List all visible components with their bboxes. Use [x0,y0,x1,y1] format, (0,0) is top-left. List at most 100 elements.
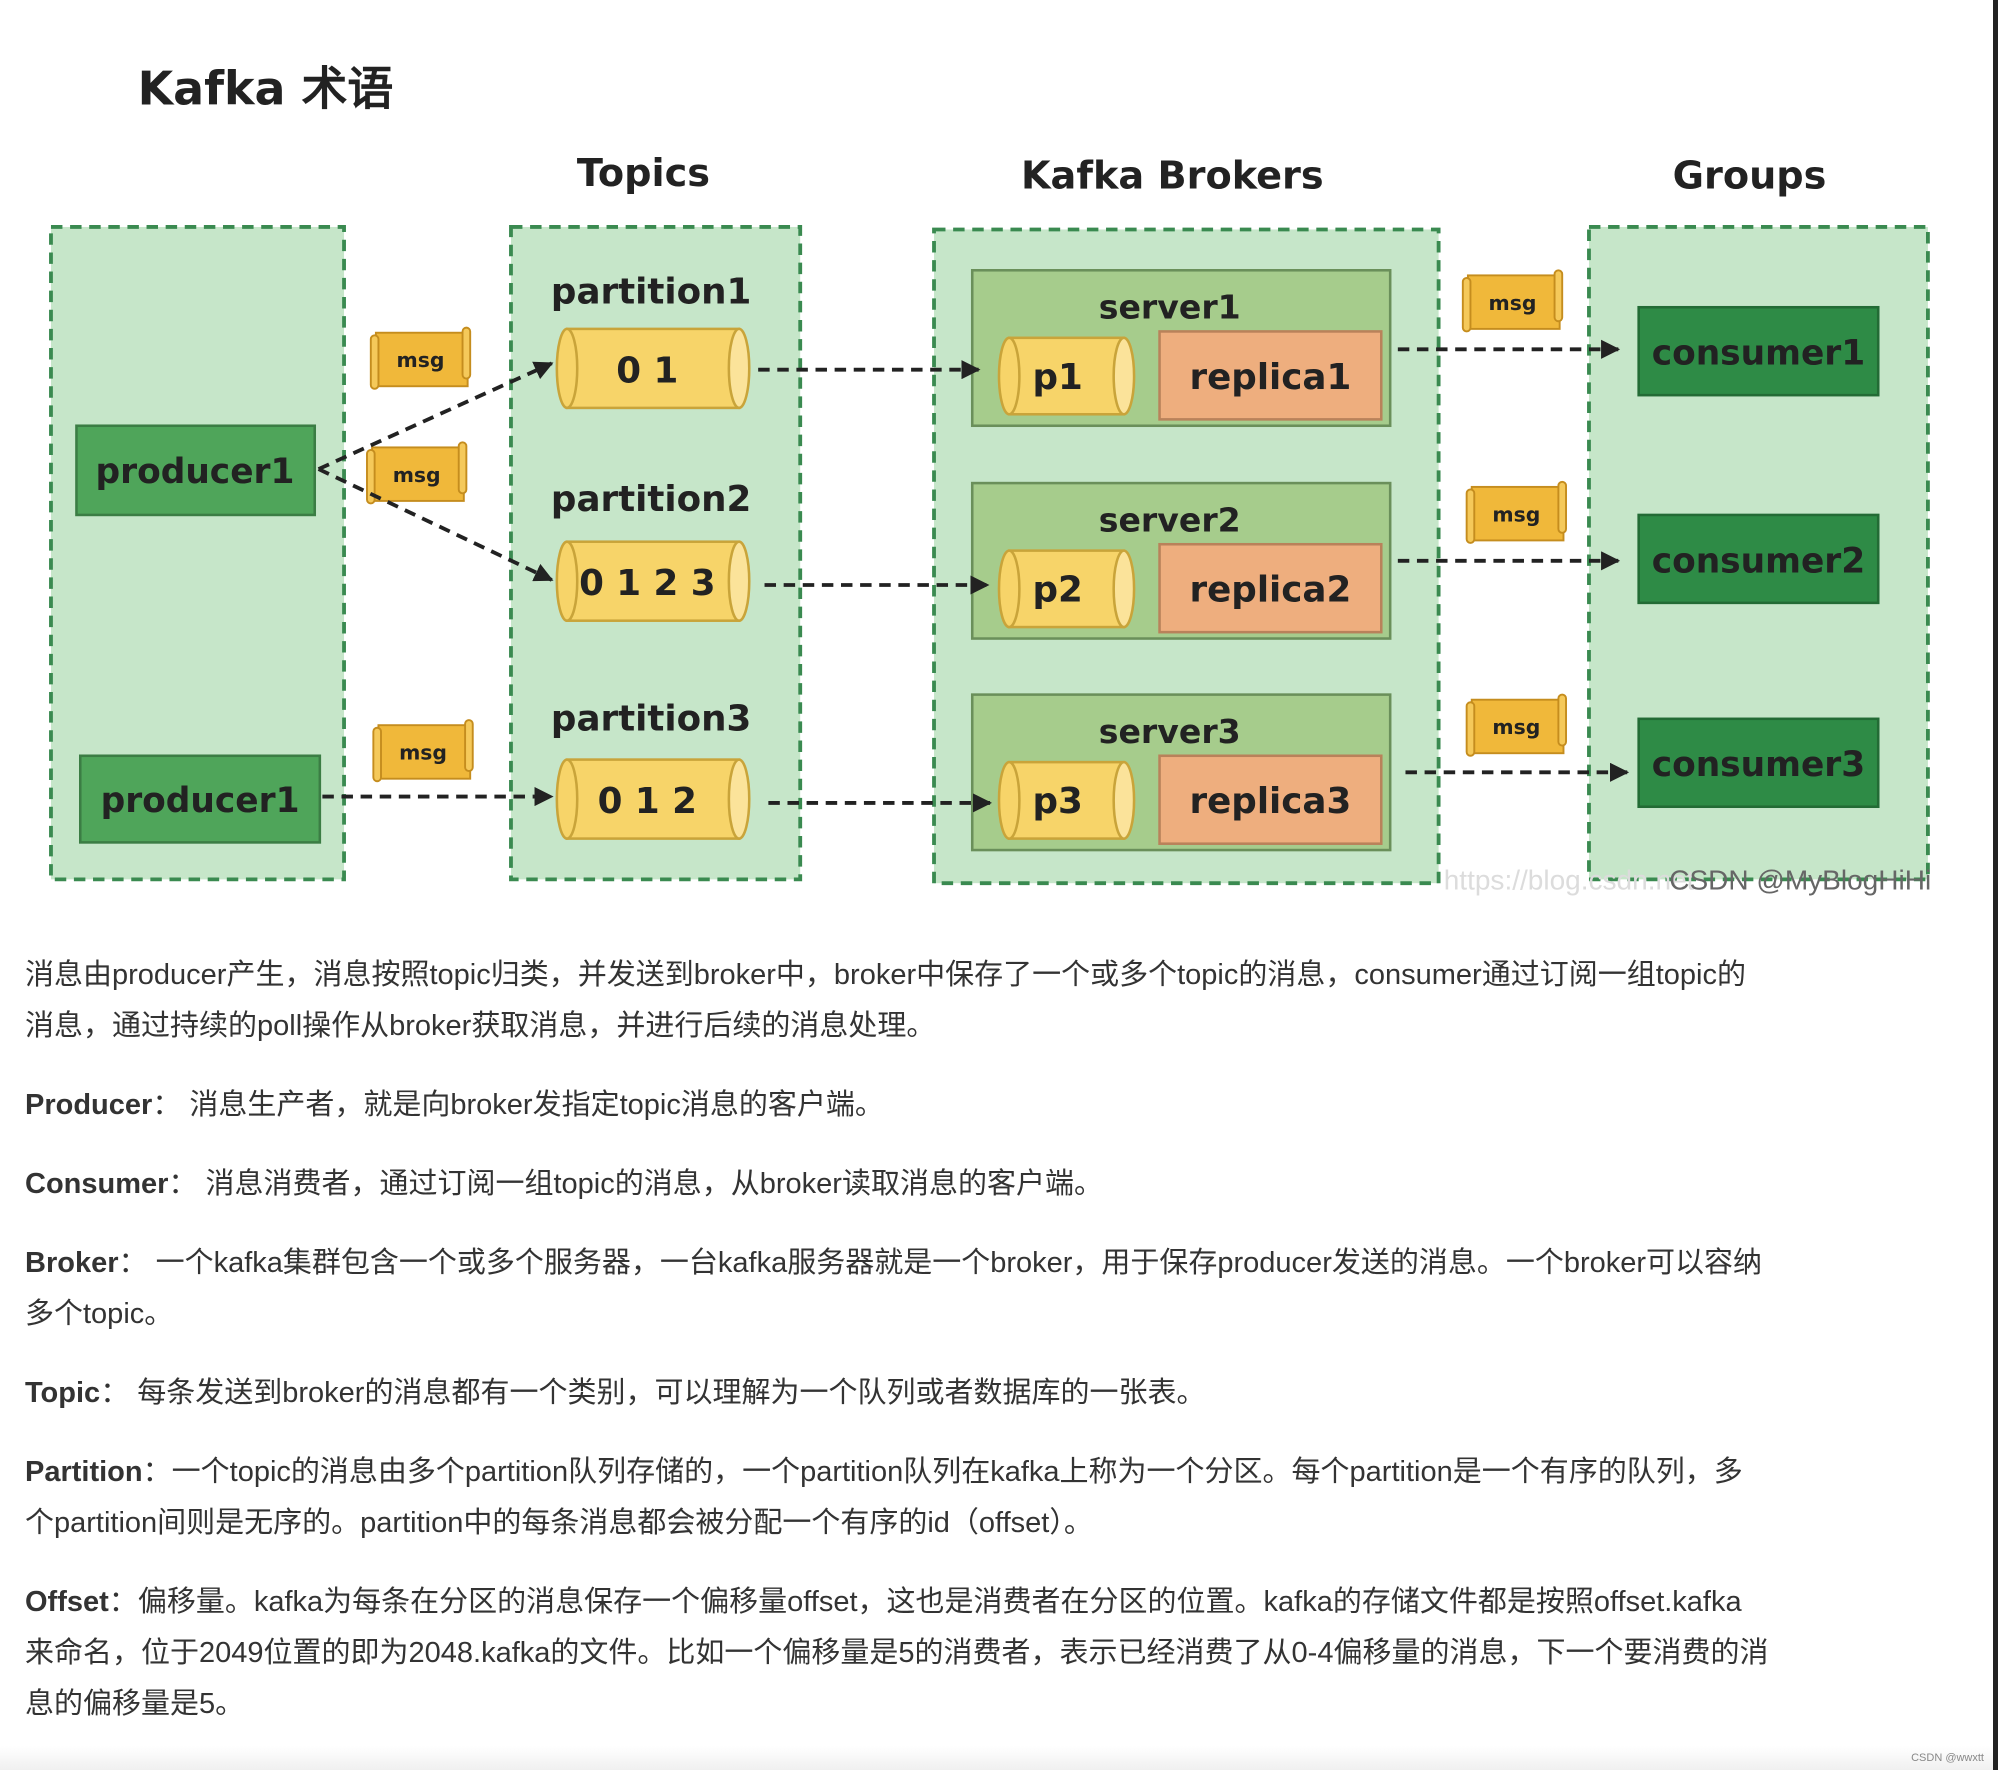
term-name: Consumer [25,1168,169,1200]
server-partition-label: p1 [1032,357,1082,398]
text-line: 消息，通过持续的poll操作从broker获取消息，并进行后续的消息处理。 [25,1010,936,1042]
term-definition: 来命名，位于2049位置的即为2048.kafka的文件。比如一个偏移量是5的消… [25,1637,1769,1669]
term-paragraph-offset: Offset：偏移量。kafka为每条在分区的消息保存一个偏移量offset，这… [25,1577,1985,1730]
partition-3: partition3 0 1 2 [551,698,751,840]
term-paragraph-partition: Partition：一个topic的消息由多个partition队列存储的，一个… [25,1447,1985,1549]
consumer-1: consumer1 [1637,305,1880,397]
term-separator: ： [100,1377,138,1409]
partition-label: partition1 [551,271,751,312]
consumer-label: consumer1 [1652,334,1866,374]
term-definition: 多个topic。 [25,1298,174,1330]
msg-label: msg [1489,291,1537,315]
partition-cylinder [555,327,751,410]
replica-label: replica1 [1190,357,1352,398]
server-2: server2 p2 replica2 [970,481,1392,640]
text-line: Producer： 消息生产者，就是向broker发指定topic消息的客户端。 [25,1080,1985,1131]
text-line: Topic： 每条发送到broker的消息都有一个类别，可以理解为一个队列或者数… [25,1368,1985,1419]
term-definition: 一个kafka集群包含一个或多个服务器，一台kafka服务器就是一个broker… [155,1247,1763,1279]
consumer-label: consumer2 [1652,541,1866,581]
term-name: Broker [25,1247,119,1279]
msg-label: msg [397,348,445,372]
svg-text:producer1: producer1 [96,452,295,492]
replica-box [1158,542,1383,634]
term-separator: ： [168,1168,206,1200]
msg-scroll-icon: msg [1461,269,1564,333]
text-line: 多个topic。 [25,1289,1985,1340]
consumer-2: consumer2 [1637,513,1880,605]
server-3: server3 p3 replica3 [970,693,1392,852]
text-line: 消息由producer产生，消息按照topic归类，并发送到broker中，br… [25,959,1746,991]
text-line: 来命名，位于2049位置的即为2048.kafka的文件。比如一个偏移量是5的消… [25,1628,1985,1679]
server-label: server3 [1099,712,1241,751]
term-paragraph-topic: Topic： 每条发送到broker的消息都有一个类别，可以理解为一个队列或者数… [25,1368,1985,1419]
term-name: Offset [25,1586,109,1618]
term-separator: ： [118,1247,156,1279]
replica-label: replica2 [1190,570,1352,611]
header-topics: Topics [577,152,710,196]
producer-box: producer1 [75,424,317,517]
kafka-terminology-diagram: Kafka 术语 Topics Kafka Brokers Groups pro… [49,62,1931,896]
text-line: Offset：偏移量。kafka为每条在分区的消息保存一个偏移量offset，这… [25,1577,1985,1628]
term-definition: 每条发送到broker的消息都有一个类别，可以理解为一个队列或者数据库的一张表。 [137,1377,1206,1409]
text-line: Broker： 一个kafka集群包含一个或多个服务器，一台kafka服务器就是… [25,1238,1985,1289]
watermark: CSDN @MyBlogHiHi [1669,865,1931,896]
partition-cylinder [555,540,751,622]
consumer-label: consumer3 [1652,745,1866,785]
term-definition: 息的偏移量是5。 [25,1688,245,1720]
term-definition: 偏移量。kafka为每条在分区的消息保存一个偏移量offset，这也是消费者在分… [137,1586,1742,1618]
producer-box: producer1 [79,754,322,844]
arrow-producer-to-partition2 [317,467,554,582]
server-partition-cylinder [997,760,1136,840]
partition-cylinder [555,758,751,840]
partition-offsets: 0 1 [616,350,678,391]
server-partition-label: p3 [1032,781,1082,822]
msg-scroll-icon: msg [369,326,472,390]
msg-label: msg [399,741,447,765]
replica-label: replica3 [1190,781,1352,822]
partition-label: partition2 [551,479,751,520]
watermark-url: https://blog.csdn.net [1444,865,1695,896]
msg-scroll-icon: msg [366,441,468,505]
text-line: Consumer： 消息消费者，通过订阅一组topic的消息，从broker读取… [25,1159,1985,1210]
term-paragraph-broker: Broker： 一个kafka集群包含一个或多个服务器，一台kafka服务器就是… [25,1238,1985,1340]
term-definition: 个partition间则是无序的。partition中的每条消息都会被分配一个有… [25,1507,1093,1539]
article-body: 消息由producer产生，消息按照topic归类，并发送到broker中，br… [25,950,1985,1758]
header-groups: Groups [1673,155,1827,199]
server-label: server2 [1099,501,1241,540]
msg-label: msg [1492,715,1540,739]
term-name: Partition [25,1456,143,1488]
term-name: Producer [25,1089,153,1121]
term-paragraph-producer: Producer： 消息生产者，就是向broker发指定topic消息的客户端。 [25,1080,1985,1131]
server-partition-cylinder [997,549,1136,629]
term-definition: 消息生产者，就是向broker发指定topic消息的客户端。 [189,1089,884,1121]
msg-label: msg [1492,502,1540,526]
replica-box [1158,754,1383,845]
msg-scroll-icon: msg [1465,480,1567,544]
msg-scroll-icon: msg [1465,693,1567,757]
term-definition: 消息消费者，通过订阅一组topic的消息，从broker读取消息的客户端。 [205,1168,1103,1200]
diagram-title: Kafka 术语 [138,62,394,116]
term-separator: ： [108,1586,138,1618]
msg-scroll-icon: msg [372,719,474,783]
intro-paragraph: 消息由producer产生，消息按照topic归类，并发送到broker中，br… [25,950,1985,1052]
server-partition-label: p2 [1032,570,1082,611]
partition-offsets: 0 1 2 [598,781,697,822]
text-line: 息的偏移量是5。 [25,1679,1985,1730]
footer-watermark: CSDN @wwxtt [1911,1752,1984,1764]
term-separator: ： [142,1456,172,1488]
partition-1: partition1 0 1 [551,271,751,410]
partition-label: partition3 [551,698,751,739]
server-partition-cylinder [997,336,1136,416]
header-brokers: Kafka Brokers [1021,155,1324,199]
bottom-fade [0,1746,1993,1770]
consumer-3: consumer3 [1637,717,1880,809]
text-line: 个partition间则是无序的。partition中的每条消息都会被分配一个有… [25,1498,1985,1549]
msg-label: msg [393,463,441,487]
term-name: Topic [25,1377,101,1409]
server-label: server1 [1099,288,1241,327]
term-paragraph-consumer: Consumer： 消息消费者，通过订阅一组topic的消息，从broker读取… [25,1159,1985,1210]
replica-box [1158,330,1383,421]
text-line: Partition：一个topic的消息由多个partition队列存储的，一个… [25,1447,1985,1498]
term-definition: 一个topic的消息由多个partition队列存储的，一个partition队… [171,1456,1743,1488]
term-separator: ： [152,1089,190,1121]
